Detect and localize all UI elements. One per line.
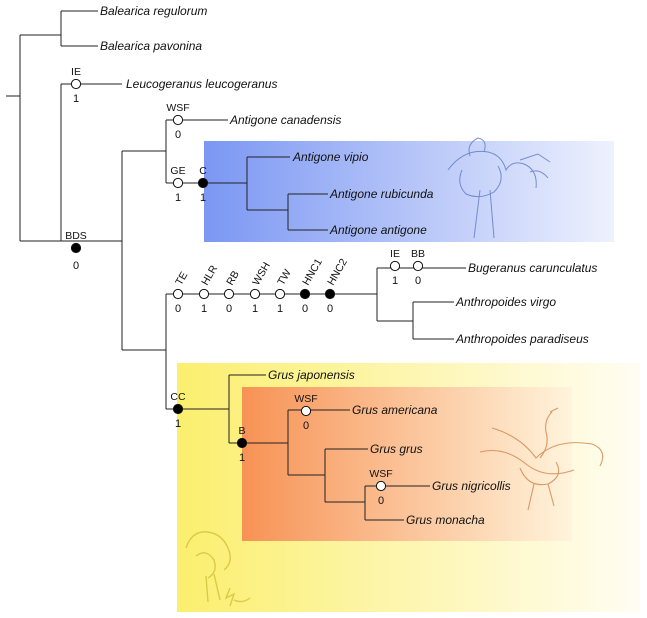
taxon-label: Grus nigricollis [432, 479, 511, 493]
state-value: 1 [392, 275, 398, 287]
character-marker: B1 [236, 425, 248, 464]
character-label: HLR [199, 263, 220, 288]
character-label: WSF [369, 468, 392, 480]
character-label: TE [173, 270, 190, 288]
taxon-label: Antigone antigone [329, 223, 427, 237]
state-value: 0 [303, 420, 309, 432]
character-label: GE [170, 165, 185, 177]
character-marker: TE 0 [172, 270, 190, 315]
character-label: IE [390, 248, 400, 260]
open-state-marker [300, 405, 312, 417]
state-value: 1 [175, 192, 181, 204]
character-marker: GE 1 [170, 165, 185, 204]
taxon-label: Anthropoides virgo [455, 295, 556, 309]
character-label: HNC1 [300, 257, 325, 288]
antigone-clade-highlight [204, 141, 614, 242]
character-marker: RB 0 [223, 269, 242, 315]
state-value: 1 [277, 303, 283, 315]
open-state-marker [249, 288, 261, 300]
crane-illustration-blue [447, 137, 551, 239]
open-state-marker [70, 78, 82, 90]
character-label: C [199, 165, 207, 177]
filled-state-marker [324, 288, 336, 300]
taxon-label: Antigone canadensis [229, 113, 341, 127]
open-state-marker [389, 260, 401, 272]
character-marker: CC 1 [170, 391, 186, 430]
state-value: 1 [175, 418, 181, 430]
character-label: BB [411, 248, 425, 260]
open-state-marker [198, 288, 210, 300]
open-state-marker [172, 177, 184, 189]
character-marker: WSF 0 [294, 393, 317, 432]
character-marker: TW 1 [274, 267, 294, 315]
filled-state-marker [172, 403, 184, 415]
taxon-label: Anthropoides paradiseus [455, 332, 589, 346]
state-value: 0 [73, 260, 79, 272]
character-marker: C1 [197, 165, 209, 204]
character-label: WSF [294, 393, 317, 405]
character-label: TW [275, 267, 294, 287]
character-marker: WSF 0 [166, 102, 189, 141]
state-value: 0 [327, 303, 333, 315]
taxon-label: Balearica pavonina [100, 39, 202, 53]
character-label: RB [224, 269, 242, 288]
taxon-label: Balearica regulorum [100, 4, 207, 18]
character-marker: WSH 1 [249, 260, 273, 315]
state-value: 0 [175, 303, 181, 315]
state-value: 0 [226, 303, 232, 315]
character-label: WSH [250, 260, 273, 287]
filled-state-marker [70, 242, 82, 254]
taxon-label: Grus americana [352, 403, 438, 417]
open-state-marker [223, 288, 235, 300]
open-state-marker [412, 260, 424, 272]
character-label: HNC2 [325, 257, 350, 288]
state-value: 0 [302, 303, 308, 315]
filled-state-marker [197, 177, 209, 189]
tree-branches [6, 10, 466, 521]
character-label: WSF [166, 102, 189, 114]
filled-state-marker [236, 437, 248, 449]
character-marker: WSF 0 [369, 468, 392, 507]
character-label: CC [170, 391, 186, 403]
state-value: 0 [175, 129, 181, 141]
character-marker: HNC1 0 [299, 257, 325, 315]
open-state-marker [274, 288, 286, 300]
state-value: 1 [252, 303, 258, 315]
taxon-label: Bugeranus carunculatus [468, 261, 597, 275]
taxon-label: Leucogeranus leucogeranus [126, 77, 277, 91]
state-value: 1 [201, 303, 207, 315]
character-marker: IE 1 [389, 248, 401, 287]
taxon-label: Grus grus [370, 442, 423, 456]
filled-state-marker [299, 288, 311, 300]
open-state-marker [172, 288, 184, 300]
crane-illustration-yellow [185, 531, 251, 607]
character-marker: BDS 0 [65, 230, 87, 272]
state-value: 1 [73, 93, 79, 105]
state-value: 1 [200, 192, 206, 204]
state-value: 0 [415, 275, 421, 287]
state-value: 0 [378, 495, 384, 507]
taxon-label: Antigone vipio [292, 150, 369, 164]
taxon-label: Antigone rubicunda [329, 187, 434, 201]
character-marker: HNC2 0 [324, 257, 350, 315]
state-value: 1 [239, 452, 245, 464]
taxon-label: Grus monacha [406, 513, 485, 527]
taxon-label: Grus japonensis [268, 368, 355, 382]
crane-illustration-orange [479, 407, 604, 511]
grus-subclade-highlight [242, 387, 572, 541]
open-state-marker [172, 114, 184, 126]
character-marker: HLR 1 [198, 263, 220, 315]
character-marker: BB 0 [411, 248, 425, 287]
character-label: IE [71, 66, 81, 78]
character-marker: IE 1 [70, 66, 82, 105]
open-state-marker [375, 480, 387, 492]
character-label: B [238, 425, 245, 437]
character-label: BDS [65, 230, 87, 242]
